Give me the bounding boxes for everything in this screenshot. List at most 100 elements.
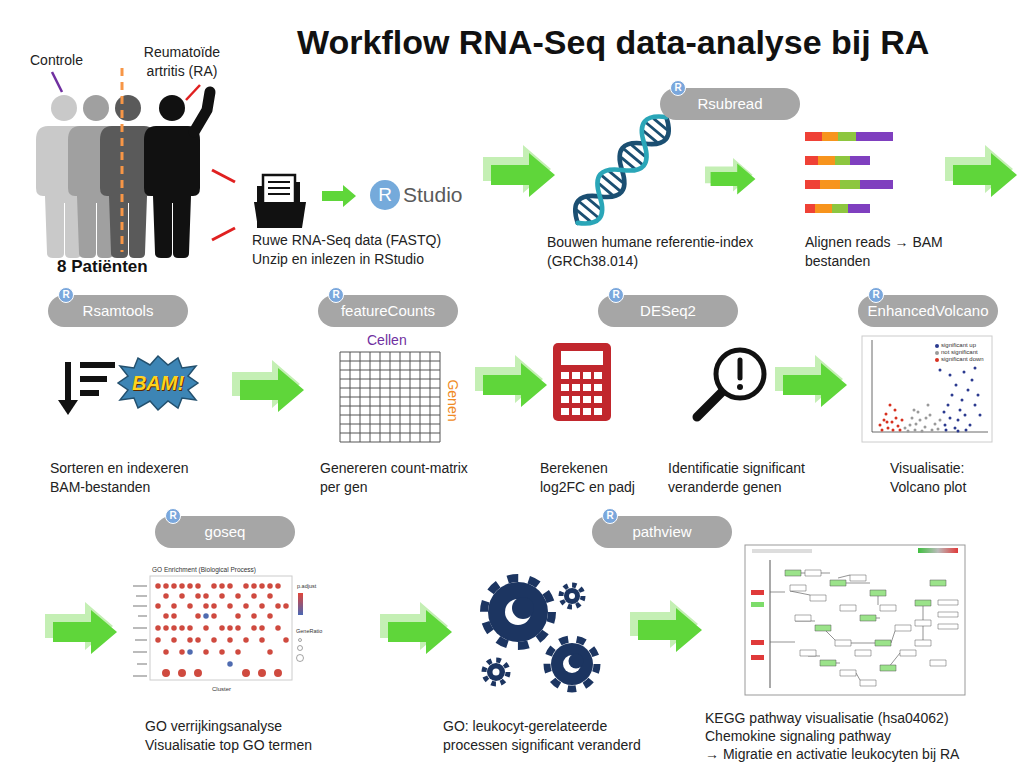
axis-label: Cellen bbox=[367, 331, 407, 350]
step-caption: Visualisatie top GO termen bbox=[145, 736, 312, 755]
read-bars bbox=[822, 132, 838, 141]
gear-icon bbox=[569, 593, 575, 599]
patient-figures bbox=[115, 95, 141, 121]
r-badge: R bbox=[670, 80, 686, 96]
read-bars bbox=[805, 156, 818, 165]
flow-arrow bbox=[945, 145, 1017, 197]
group-divider bbox=[121, 68, 124, 252]
flow-arrow bbox=[483, 145, 555, 197]
node-text: R bbox=[378, 184, 392, 206]
read-bars bbox=[840, 180, 860, 189]
gear-icon bbox=[569, 654, 584, 669]
read-bars bbox=[860, 180, 893, 189]
patient-figures bbox=[83, 95, 109, 121]
pointer-lines bbox=[212, 170, 235, 182]
read-bars bbox=[850, 156, 870, 165]
gear-icon bbox=[488, 582, 548, 642]
sort-icon bbox=[80, 390, 99, 396]
r-badge: R bbox=[165, 508, 181, 524]
step-caption: Alignen reads → BAM bestanden bbox=[805, 233, 955, 271]
node-text: DESeq2 bbox=[640, 302, 696, 319]
go-dot-plot bbox=[297, 655, 304, 662]
step-caption: → Migratie en activatie leukocyten bij R… bbox=[705, 745, 959, 764]
volcano-plot bbox=[872, 340, 988, 432]
step-caption: Chemokine signaling pathway bbox=[705, 727, 891, 746]
step-caption: Bouwen humane referentie-index (GRCh38.0… bbox=[547, 233, 762, 271]
gear-icon bbox=[547, 639, 597, 689]
legend-title: p.adjust bbox=[297, 583, 316, 590]
read-bars bbox=[805, 204, 815, 213]
step-caption: Identificatie significant veranderde gen… bbox=[668, 459, 816, 497]
logo-wordmark: Studio bbox=[403, 181, 463, 209]
axis-label: Cluster bbox=[212, 685, 231, 693]
flow-arrow bbox=[45, 602, 117, 654]
step-caption: Genereren count-matrix per gen bbox=[320, 459, 480, 497]
node-text: R bbox=[606, 510, 613, 522]
dna-icon bbox=[567, 108, 677, 231]
sort-icon bbox=[80, 376, 107, 382]
leader-line bbox=[186, 85, 200, 100]
patient-figures bbox=[144, 126, 200, 258]
node-text: goseq bbox=[205, 523, 246, 540]
r-badge: R bbox=[58, 287, 74, 303]
legend-swatch bbox=[935, 358, 939, 362]
read-bars bbox=[848, 204, 870, 213]
comic-burst bbox=[118, 356, 198, 410]
sort-icon bbox=[58, 400, 78, 415]
pointer-lines bbox=[212, 228, 235, 240]
go-dot-plot bbox=[133, 586, 147, 676]
leader-line bbox=[52, 72, 62, 92]
title: Workflow RNA-Seq data-analyse bij RA bbox=[297, 22, 929, 63]
sort-icon bbox=[65, 362, 71, 403]
count-matrix-grid bbox=[340, 352, 440, 442]
patient-figures bbox=[194, 92, 210, 132]
node-text: R bbox=[62, 289, 69, 301]
magnifier-icon bbox=[697, 350, 764, 417]
legend-swatch bbox=[935, 351, 939, 355]
node-text: R bbox=[169, 510, 176, 522]
volcano-plot bbox=[940, 368, 980, 431]
calculator-icon bbox=[553, 343, 611, 421]
folder-icon bbox=[268, 182, 290, 194]
r-badge: R bbox=[608, 287, 624, 303]
read-bars bbox=[805, 132, 893, 213]
comic-burst bbox=[118, 356, 198, 410]
kegg-pathway-map bbox=[790, 570, 958, 686]
kegg-pathway-map bbox=[752, 549, 812, 553]
kegg-pathway-map bbox=[770, 560, 771, 688]
group-label: Controle bbox=[30, 51, 83, 70]
r-badge: R bbox=[602, 508, 618, 524]
go-dot-plot bbox=[298, 593, 303, 615]
step-caption: GO verrijkingsanalyse bbox=[145, 717, 282, 736]
calculator-icon bbox=[561, 351, 603, 365]
r-badge: R bbox=[328, 287, 344, 303]
folder-icon bbox=[254, 175, 306, 228]
node-text: R bbox=[612, 289, 619, 301]
node-text: R bbox=[332, 289, 339, 301]
read-bars bbox=[838, 132, 856, 141]
legend-swatch bbox=[935, 344, 939, 348]
go-dot-plot bbox=[133, 576, 304, 680]
node-text: pathview bbox=[632, 523, 691, 540]
legend-row: significant down bbox=[935, 356, 984, 363]
go-dot-plot bbox=[299, 639, 302, 642]
patient-figures bbox=[51, 95, 77, 121]
plot-title: GO Enrichment (Biological Process) bbox=[152, 566, 256, 575]
patient-figures bbox=[159, 95, 185, 121]
calculator-icon bbox=[561, 372, 602, 415]
patient-count: 8 Patiënten bbox=[57, 256, 148, 279]
logo-circle: R bbox=[370, 180, 400, 210]
comic-text: BAM! bbox=[132, 370, 184, 397]
sort-icon bbox=[58, 362, 115, 415]
kegg-pathway-map bbox=[918, 548, 958, 553]
gear-icon bbox=[561, 585, 583, 607]
gear-icon bbox=[564, 588, 580, 604]
node-text: R bbox=[674, 82, 681, 94]
volcano-plot bbox=[905, 405, 940, 431]
gear-icon bbox=[493, 669, 500, 676]
volcano-plot bbox=[862, 336, 992, 442]
flow-arrow bbox=[232, 360, 304, 412]
legend-text: not significant bbox=[941, 349, 978, 356]
read-bars bbox=[815, 204, 832, 213]
